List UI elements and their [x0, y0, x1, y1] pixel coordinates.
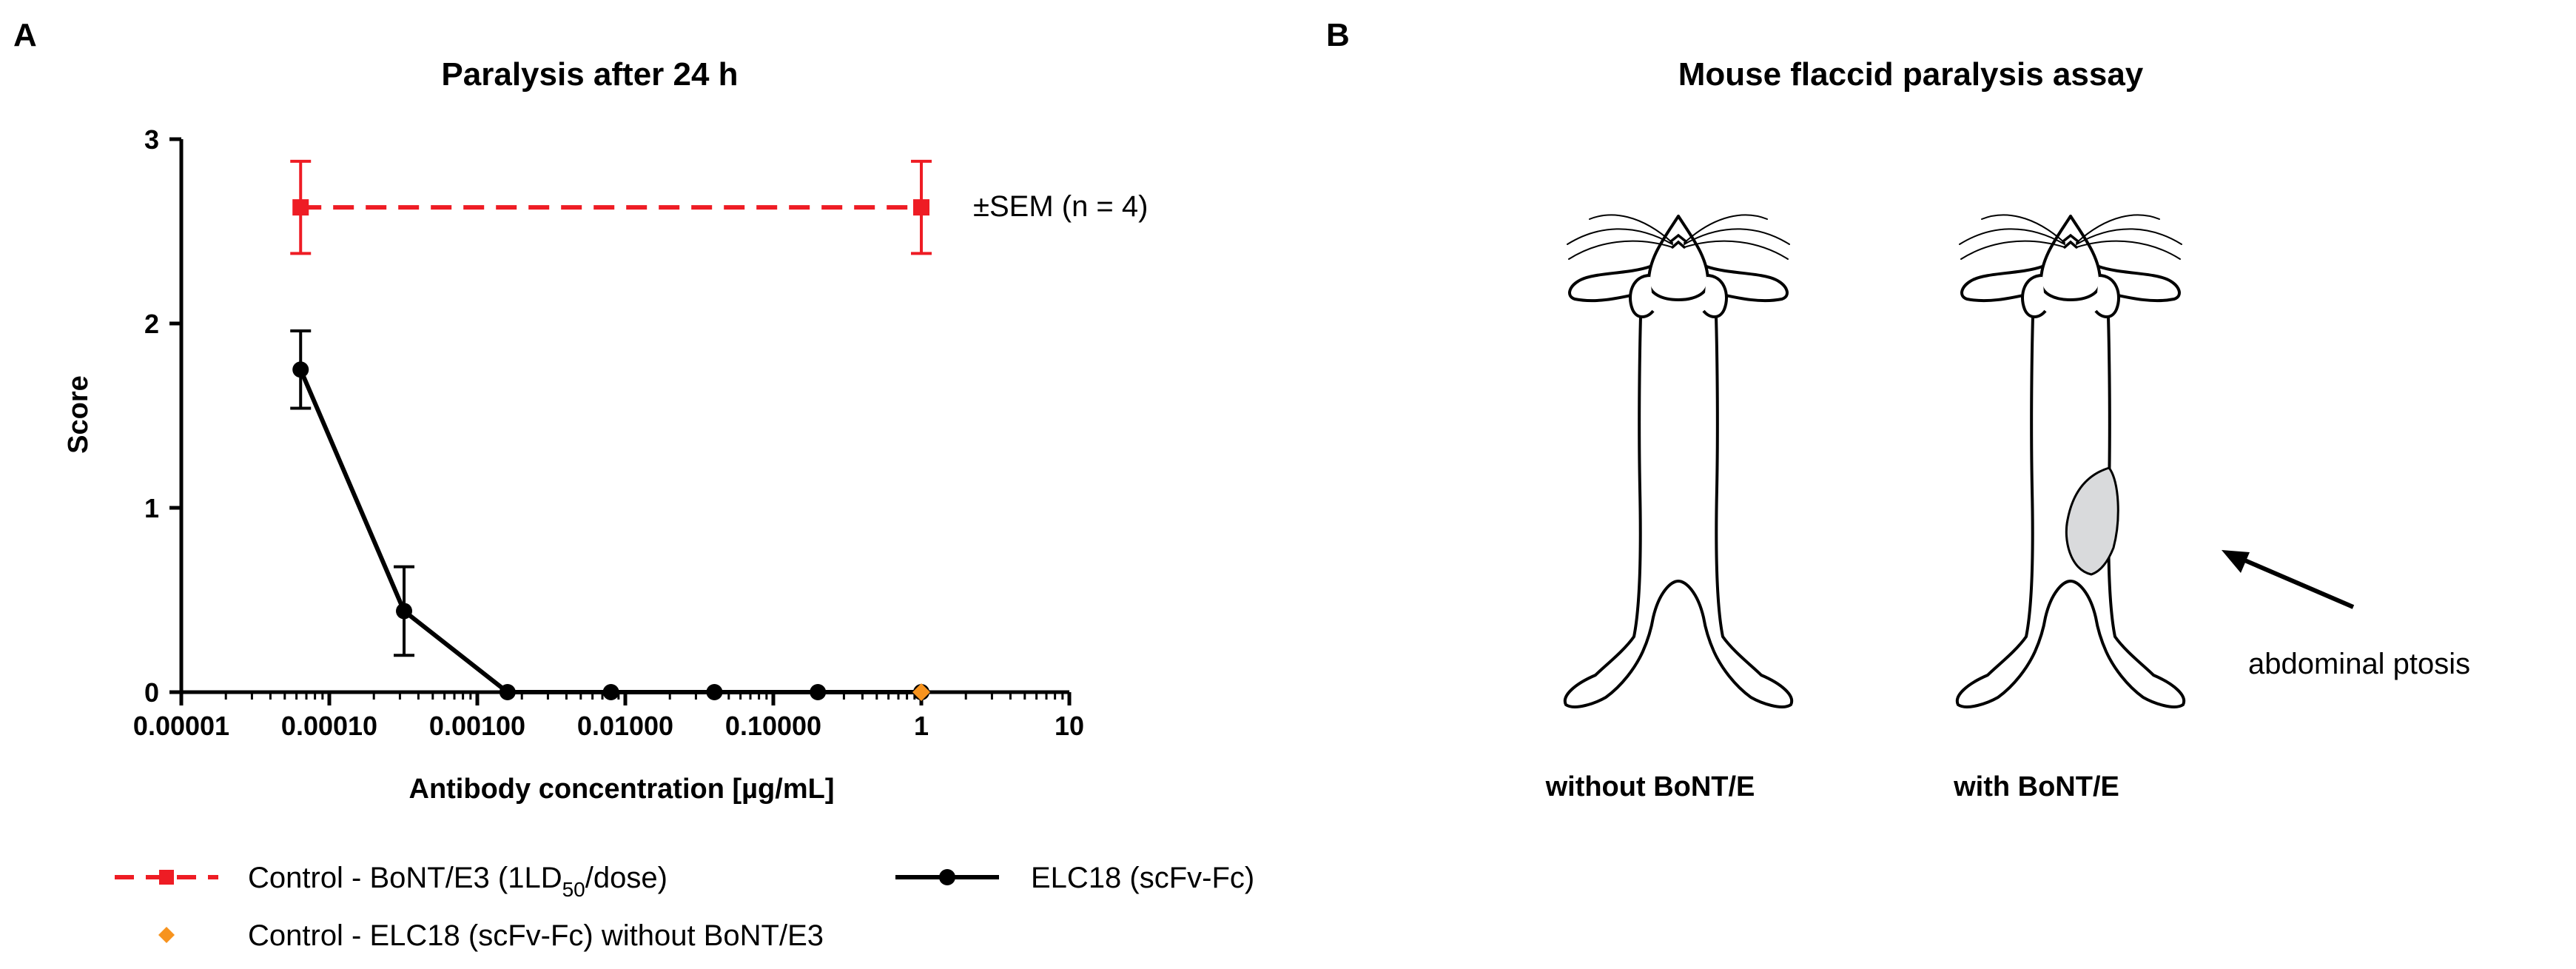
- data-point: [499, 684, 516, 700]
- data-point: [292, 361, 309, 378]
- y-tick-label: 1: [144, 493, 159, 523]
- data-point: [396, 603, 413, 620]
- x-tick-labels: 0.00001 0.00010 0.00100 0.01000 0.10000 1 10: [133, 711, 1084, 741]
- x-tick-label: 0.00001: [133, 711, 229, 741]
- panel-a-letter: A: [13, 17, 37, 53]
- series-0: [290, 159, 932, 255]
- mouse-without-bont: [1563, 213, 1794, 708]
- chart-axes: [169, 137, 1072, 705]
- y-tick-labels: 0 1 2 3: [144, 124, 159, 708]
- data-point: [810, 684, 827, 700]
- series-1: [290, 329, 929, 700]
- y-tick-label: 0: [144, 677, 159, 708]
- x-tick-label: 0.10000: [725, 711, 821, 741]
- mouse-with-bont: [1955, 213, 2186, 708]
- data-point: [706, 684, 723, 700]
- caption-without-bont: without BoNT/E: [1545, 771, 1755, 802]
- legend-swatch-marker-control-elc18: [158, 927, 175, 943]
- legend-label-control-bont-suffix: /dose): [585, 862, 667, 894]
- legend-label-elc18: ELC18 (scFv-Fc): [1031, 862, 1254, 894]
- chart-title: Paralysis after 24 h: [441, 56, 738, 93]
- panel-b-title: Mouse flaccid paralysis assay: [1678, 56, 2144, 93]
- x-tick-label: 0.01000: [577, 711, 673, 741]
- legend-label-control-bont: Control - BoNT/E3 (1LD50/dose): [248, 862, 667, 901]
- mouse-without-bont-drawing: [1563, 213, 1794, 708]
- series-layer: [290, 159, 932, 701]
- x-tick-label: 10: [1055, 711, 1084, 741]
- x-axis-label: Antibody concentration [µg/mL]: [409, 774, 835, 805]
- y-tick-label: 3: [144, 124, 159, 155]
- abdominal-ptosis-region: [2065, 466, 2119, 576]
- x-tick-label: 1: [914, 711, 929, 741]
- series-2: [912, 683, 930, 701]
- legend-swatch-marker-elc18: [939, 869, 955, 885]
- arrow-shaft: [2235, 554, 2355, 609]
- ptosis-arrow: [2222, 550, 2355, 609]
- mouse-with-bont-drawing: [1955, 213, 2186, 708]
- legend-item-control-elc18: Control - ELC18 (scFv-Fc) without BoNT/E…: [158, 919, 824, 952]
- legend: Control - BoNT/E3 (1LD50/dose) ELC18 (sc…: [115, 862, 1254, 952]
- data-point: [602, 684, 619, 700]
- legend-item-elc18: ELC18 (scFv-Fc): [895, 862, 1254, 894]
- panel-b-letter: B: [1326, 17, 1350, 53]
- legend-swatch-marker-control-bont: [159, 870, 174, 885]
- data-point: [913, 199, 929, 216]
- legend-item-control-bont: Control - BoNT/E3 (1LD50/dose): [115, 862, 667, 901]
- y-tick-label: 2: [144, 309, 159, 339]
- legend-label-control-bont-subscript: 50: [562, 878, 585, 901]
- legend-label-control-elc18: Control - ELC18 (scFv-Fc) without BoNT/E…: [248, 919, 824, 952]
- caption-with-bont: with BoNT/E: [1953, 771, 2119, 802]
- x-tick-label: 0.00010: [281, 711, 377, 741]
- data-point: [292, 199, 309, 216]
- series-line-1: [298, 369, 921, 694]
- arrow-head: [2222, 550, 2250, 573]
- ptosis-label: abdominal ptosis: [2248, 648, 2470, 680]
- x-tick-label: 0.00100: [429, 711, 525, 741]
- legend-label-control-bont-prefix: Control - BoNT/E3 (1LD: [248, 862, 562, 894]
- data-point: [912, 683, 930, 701]
- y-axis-label: Score: [63, 375, 94, 454]
- sem-annotation: ±SEM (n = 4): [973, 190, 1148, 223]
